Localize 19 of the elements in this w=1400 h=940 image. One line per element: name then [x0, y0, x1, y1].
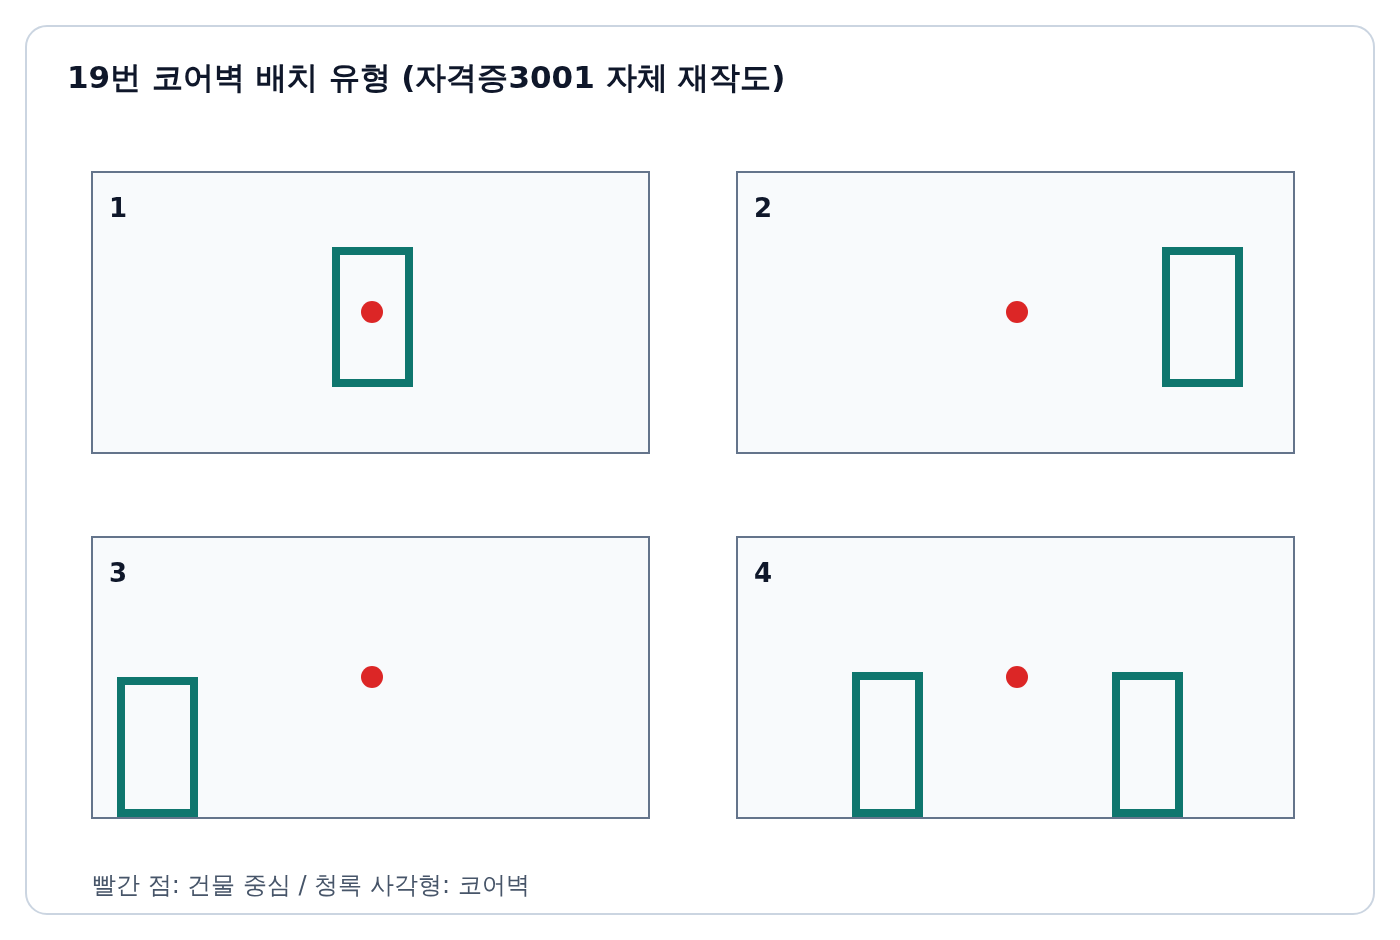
core-wall-rectangle: [332, 247, 413, 387]
layout-panel: [91, 536, 650, 819]
layout-panel: [736, 536, 1295, 819]
core-wall-rectangle: [852, 672, 923, 817]
panel-number: 4: [754, 558, 773, 588]
panel-number: 3: [109, 558, 128, 588]
center-dot: [1006, 666, 1028, 688]
core-wall-rectangle: [1112, 672, 1183, 817]
title: 19번 코어벽 배치 유형 (자격증3001 자체 재작도): [67, 58, 786, 97]
center-dot: [361, 666, 383, 688]
center-dot: [1006, 301, 1028, 323]
center-dot: [361, 301, 383, 323]
panel-number: 2: [754, 193, 773, 223]
layout-panel: [91, 171, 650, 454]
caption: 빨간 점: 건물 중심 / 청록 사각형: 코어벽: [92, 870, 530, 901]
core-wall-rectangle: [117, 677, 198, 817]
layout-panel: [736, 171, 1295, 454]
panel-number: 1: [109, 193, 128, 223]
core-wall-rectangle: [1162, 247, 1243, 387]
